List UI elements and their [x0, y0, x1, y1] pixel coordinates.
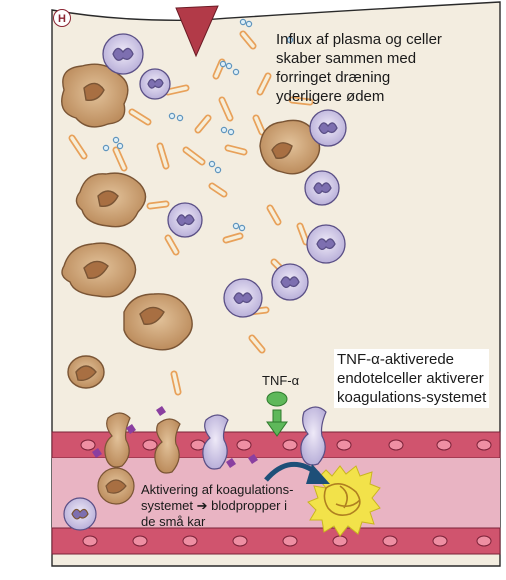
curved-arrow-head [306, 464, 330, 484]
tnf-label: TNF-α [262, 373, 300, 388]
neutrophil-cells [102, 33, 347, 318]
vessel-label-line: Aktivering af koagulations- [141, 482, 294, 497]
lumen-cells [63, 467, 135, 531]
purple-fragments [92, 406, 258, 468]
tnf-arrow [266, 409, 288, 437]
vessel-label-line: systemet ➔ blodpropper i [141, 498, 288, 513]
caption-right-line: koagulations-systemet [337, 389, 487, 406]
vessel-label: Aktivering af koagulations- systemet ➔ b… [141, 482, 293, 530]
caption-right-line: TNF-α-aktiverede [337, 351, 455, 368]
macrophage-cells [61, 63, 321, 389]
tissue-wedge [175, 5, 219, 58]
caption-top-line: yderligere ødem [276, 88, 385, 105]
panel-badge: H [53, 9, 71, 27]
caption-top-line: skaber sammen med [276, 50, 417, 67]
vessel-wall-lower [51, 527, 501, 555]
transmigrating-cells [104, 406, 327, 474]
cocci-group [102, 18, 294, 232]
caption-top: Influx af plasma og celler skaber sammen… [276, 30, 442, 106]
tnf-ellipse [266, 391, 288, 407]
caption-right: TNF-α-aktiverede endotelceller aktiverer… [334, 349, 490, 408]
caption-top-line: Influx af plasma og celler [276, 31, 442, 48]
caption-top-line: forringet dræning [276, 69, 391, 86]
caption-right-line: endotelceller aktiverer [337, 370, 484, 387]
vessel-label-line: de små kar [141, 514, 206, 529]
